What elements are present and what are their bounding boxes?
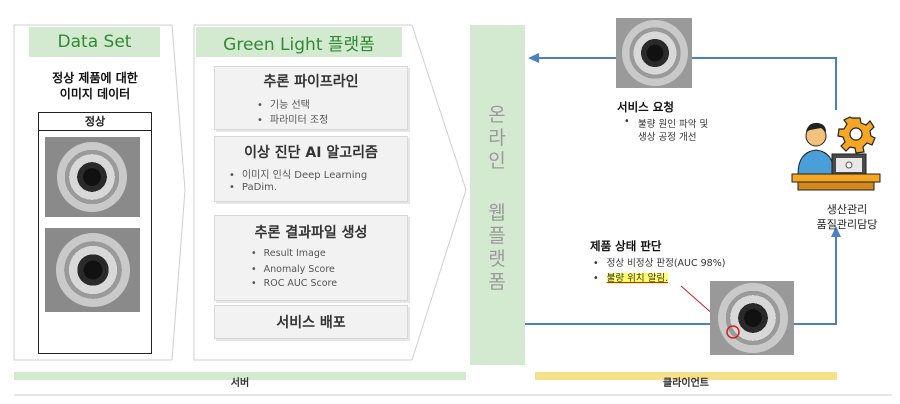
algorithm-item: PaDim.	[229, 182, 277, 193]
result-item: ROC AUC Score	[251, 278, 337, 289]
web-platform-char: 플	[488, 225, 506, 247]
web-platform-char: 웹	[488, 202, 506, 224]
product-status-title: 제품 상태 판단	[590, 239, 662, 253]
service-request-image	[616, 18, 692, 88]
client-label: 클라이언트	[663, 378, 709, 389]
result-item: Result Image	[251, 248, 326, 259]
pipeline-item: 기능 선택	[257, 96, 310, 111]
web-platform-char: 폼	[488, 271, 506, 293]
online-char: 라	[488, 127, 506, 149]
deploy-title: 서비스 배포	[276, 315, 346, 331]
algorithm-item: 이미지 인식 Deep Learning	[229, 166, 367, 181]
client-footer-bar	[535, 372, 837, 380]
manager-label-line2: 품질관리담당	[816, 218, 878, 231]
server-label: 서버	[230, 378, 250, 389]
web-platform-text: 웹 플 랫 폼	[482, 202, 512, 294]
product-status-item: •불량 위치 알림.	[593, 273, 669, 284]
deploy-box: 서비스 배포	[214, 305, 408, 339]
inference-pipeline-title: 추론 파이프라인	[263, 74, 359, 90]
defect-product-image	[710, 281, 794, 355]
online-platform-bar	[470, 25, 525, 365]
pipeline-item: 파라미터 조정	[257, 111, 328, 126]
result-arrowhead	[831, 226, 841, 237]
service-request-line1: 불량 원인 파악 및	[638, 119, 709, 130]
dataset-description: 정상 제품에 대한 이미지 데이터	[20, 70, 170, 102]
dataset-header: Data Set	[29, 27, 160, 57]
server-footer-bar	[14, 372, 466, 380]
platform-header: Green Light 플랫폼	[196, 27, 402, 57]
result-item: Anomaly Score	[251, 264, 335, 275]
result-arrow-line	[525, 236, 837, 325]
anomaly-algorithm-box: 이상 진단 AI 알고리즘 이미지 인식 Deep Learning PaDim…	[214, 136, 408, 202]
online-char: 인	[488, 150, 506, 172]
service-request-line2: 생상 공정 개선	[638, 132, 697, 143]
normal-product-image-2	[45, 228, 140, 312]
dataset-desc-line1: 정상 제품에 대한	[52, 71, 138, 85]
inference-pipeline-box: 추론 파이프라인 기능 선택 파라미터 조정	[214, 66, 408, 130]
dataset-desc-line2: 이미지 데이터	[59, 87, 131, 101]
service-request-title: 서비스 요청	[617, 100, 674, 114]
online-text: 온 라 인	[482, 104, 512, 173]
web-platform-char: 랫	[488, 248, 506, 270]
result-file-title: 추론 결과파일 생성	[254, 225, 368, 241]
defect-location-highlight: 불량 위치 알림.	[606, 273, 669, 284]
result-file-box: 추론 결과파일 생성 Result Image Anomaly Score RO…	[214, 215, 408, 301]
product-status-item-text: 정상 비정상 판정(AUC 98%)	[606, 258, 726, 269]
manager-label-line1: 생산관리	[826, 203, 868, 216]
normal-product-image-1	[45, 137, 140, 217]
request-arrowhead	[528, 53, 539, 63]
manager-label: 생산관리 품질관리담당	[802, 202, 892, 232]
table-label: 정상	[39, 113, 151, 131]
online-char: 온	[488, 104, 506, 126]
defect-marker-overlay	[726, 325, 740, 339]
service-request-bullet: • 불량 원인 파악 및 생상 공정 개선	[624, 116, 709, 143]
anomaly-algorithm-title: 이상 진단 AI 알고리즘	[244, 145, 378, 161]
manager-worker-icon	[791, 116, 881, 191]
product-status-item: •정상 비정상 판정(AUC 98%)	[593, 258, 726, 269]
